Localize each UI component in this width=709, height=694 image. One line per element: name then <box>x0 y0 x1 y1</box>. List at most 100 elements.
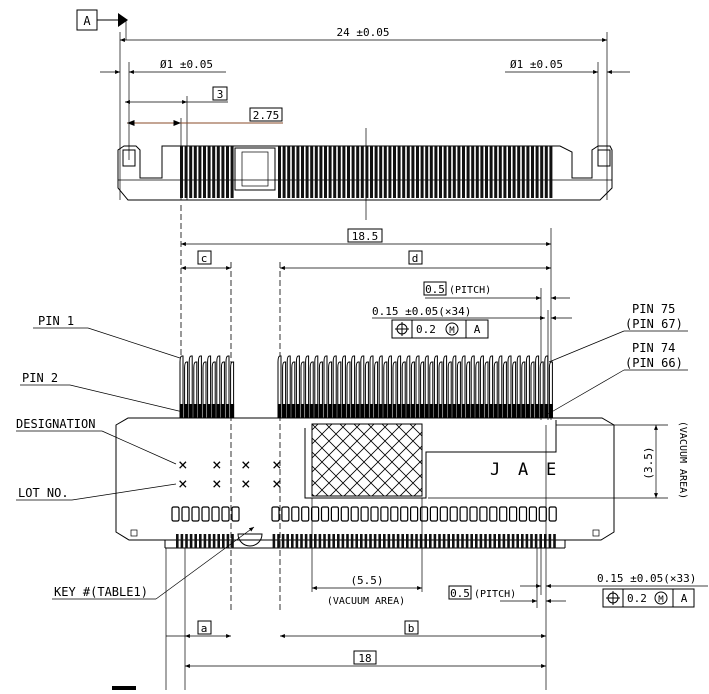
front-pin <box>525 355 530 418</box>
bottom-lead <box>300 534 303 548</box>
front-pin-base <box>397 404 402 418</box>
cropped-mark <box>112 686 136 690</box>
front-pin-base <box>392 404 397 418</box>
top-pin <box>443 146 447 198</box>
bottom-lead <box>337 534 340 548</box>
fcf-bot-datum: A <box>681 592 688 605</box>
pitch-bot-box <box>448 585 472 600</box>
pad <box>538 506 547 522</box>
front-pin <box>387 355 392 418</box>
front-pin <box>295 355 300 418</box>
pitch-bot-value: 0.5 <box>450 587 470 600</box>
front-pin <box>179 355 184 418</box>
front-pin-base <box>225 404 230 418</box>
bottom-lead <box>452 534 455 548</box>
front-pin <box>369 355 374 418</box>
top-pin <box>203 146 206 198</box>
top-pin <box>416 146 419 198</box>
top-pin <box>184 146 188 198</box>
top-pin <box>471 146 475 198</box>
top-pin <box>319 146 323 198</box>
top-pin <box>324 146 327 198</box>
front-pin-base <box>438 404 443 418</box>
top-pin <box>356 146 360 198</box>
front-pin-base <box>433 404 438 418</box>
pitch-top-word: (PITCH) <box>449 285 491 296</box>
front-pin <box>443 355 448 418</box>
bottom-lead <box>194 534 197 548</box>
fcf-bottom: 0.2 M A <box>602 588 695 608</box>
front-pin-base <box>493 404 498 418</box>
bottom-lead <box>415 534 418 548</box>
bottom-lead <box>456 534 460 548</box>
pad <box>419 506 429 522</box>
key-label: KEY #(TABLE1) <box>54 585 148 599</box>
top-pin <box>351 146 355 198</box>
front-pin <box>332 355 337 418</box>
top-pin <box>526 146 530 198</box>
pin2-label: PIN 2 <box>22 371 58 385</box>
dim-d-box <box>408 250 423 265</box>
front-pin-base <box>360 404 365 418</box>
front-pin-base <box>479 404 484 418</box>
bottom-lead <box>327 534 331 548</box>
bottom-lead <box>530 534 533 548</box>
front-pin <box>216 355 221 418</box>
front-pin-base <box>216 404 221 418</box>
dim-a-text: a <box>201 622 208 635</box>
top-view-pin-row <box>180 146 553 198</box>
dim-18-box <box>353 650 377 665</box>
pad <box>201 506 210 522</box>
front-pin <box>360 355 365 418</box>
top-pin <box>540 146 544 198</box>
top-pin <box>310 146 314 198</box>
pad <box>469 506 478 522</box>
mark-0: × <box>178 455 188 474</box>
fcf-top: 0.2 M A <box>391 319 489 339</box>
pitch-bot-word: (PITCH) <box>474 589 516 600</box>
bottom-lead <box>498 534 501 548</box>
pad <box>231 506 240 522</box>
hole-right-icon <box>597 149 611 167</box>
pad <box>499 506 508 522</box>
mmc-icon-bottom <box>654 591 668 605</box>
top-pin <box>535 146 539 198</box>
mark-5: × <box>212 474 222 493</box>
pad <box>528 506 538 522</box>
mark-7: × <box>272 474 282 493</box>
front-pin-base <box>323 404 328 418</box>
bottom-lead <box>180 534 184 548</box>
top-pin <box>494 146 498 198</box>
pad <box>439 506 448 522</box>
front-pin <box>188 355 193 418</box>
front-pin-base <box>314 404 319 418</box>
bottom-lead <box>470 534 473 548</box>
bottom-lead <box>332 534 335 548</box>
top-pin <box>189 146 193 198</box>
dim-3-box <box>212 86 228 101</box>
top-pin <box>462 146 465 198</box>
pad <box>380 506 389 522</box>
front-pin-base <box>420 404 425 418</box>
pad <box>221 506 230 522</box>
front-pin-base <box>351 404 356 418</box>
bottom-lead <box>373 534 377 548</box>
front-pin <box>516 355 521 418</box>
bottom-lead <box>360 534 363 548</box>
top-pin <box>393 146 396 198</box>
dim-c-box <box>197 250 212 265</box>
bottom-lead <box>208 534 211 548</box>
front-view-body <box>115 417 615 549</box>
top-pin <box>360 146 364 198</box>
front-pin <box>479 355 484 418</box>
bottom-lead <box>217 534 220 548</box>
bottom-lead <box>286 534 289 548</box>
front-pin <box>378 355 383 418</box>
bottom-lead <box>355 534 358 548</box>
top-pin <box>457 146 461 198</box>
bottom-lead <box>222 534 225 548</box>
front-pin-base <box>539 404 544 418</box>
front-pin <box>489 355 494 418</box>
bottom-lead <box>295 534 299 548</box>
front-pin-base <box>295 404 300 418</box>
